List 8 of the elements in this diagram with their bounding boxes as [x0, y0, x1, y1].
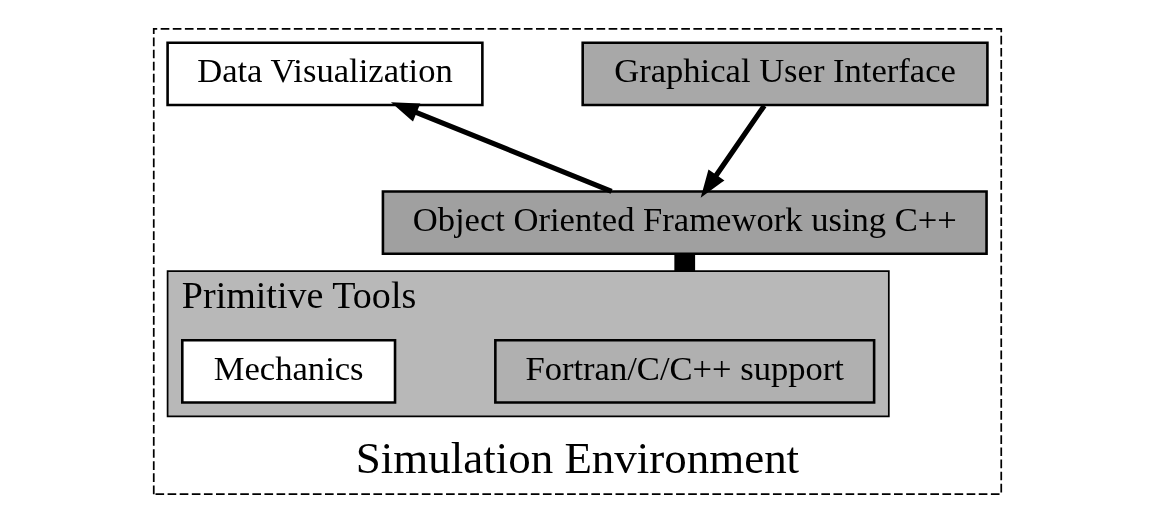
node-box: Data Visualization — [165, 41, 484, 107]
connector — [673, 254, 695, 271]
node-box: Object Oriented Framework using C++ — [381, 190, 988, 255]
node-box: Fortran/C/C++ support — [493, 338, 875, 404]
node-box: Mechanics — [180, 338, 396, 404]
node-box: Graphical User Interface — [580, 41, 989, 107]
arrow — [390, 102, 613, 194]
arrow — [700, 104, 766, 198]
